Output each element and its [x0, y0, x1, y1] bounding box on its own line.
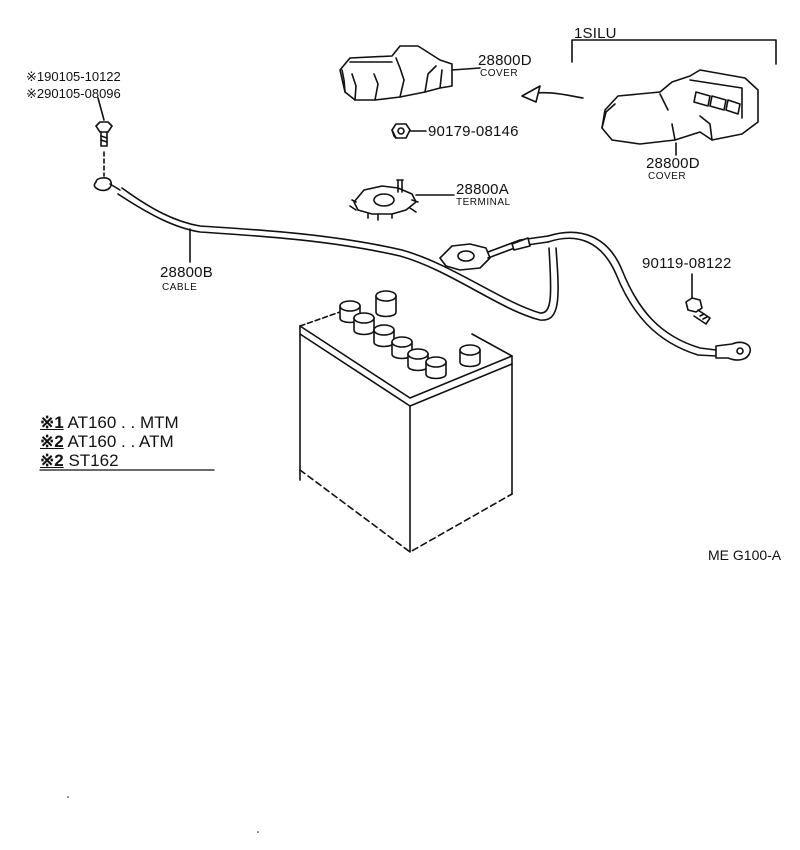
- legend-row-3-mark: ※2: [40, 451, 64, 470]
- bolt-callout-2-mark: ※2: [26, 86, 45, 101]
- terminal-part-number: 28800A: [456, 181, 509, 198]
- cable-part-number: 28800B: [160, 264, 213, 281]
- bolt-callout-1: ※190105-10122: [26, 70, 121, 83]
- cover-right-part-number: 28800D: [646, 155, 700, 172]
- cover-left-part-number: 28800D: [478, 52, 532, 69]
- nut-part-number: 90179-08146: [428, 123, 519, 140]
- bolt-left-shape: [95, 121, 113, 147]
- legend-row-1-text: AT160 . . MTM: [67, 413, 179, 432]
- transfer-arrow-head: [521, 85, 541, 103]
- legend-row-2-mark: ※2: [40, 432, 64, 451]
- silu-bracket: [571, 39, 777, 65]
- legend-row-1: ※1 AT160 . . MTM: [40, 414, 179, 431]
- cover-left-shape: [339, 45, 453, 101]
- positive-cable-shape: [547, 231, 752, 361]
- battery-shape: [299, 290, 513, 553]
- legend-row-2-text: AT160 . . ATM: [67, 432, 174, 451]
- speck: [257, 831, 259, 833]
- cover-right-shape: [601, 69, 759, 145]
- legend-row-3: ※2 ST162: [40, 452, 119, 469]
- legend-row-2: ※2 AT160 . . ATM: [40, 433, 174, 450]
- cable-shape: [93, 177, 559, 321]
- bolt-left-leader: [97, 97, 105, 121]
- bolt-right-part-number: 90119-08122: [642, 255, 732, 272]
- figure-code: ME G100-A: [708, 547, 782, 563]
- speck: [67, 796, 69, 798]
- bolt-callout-2: ※290105-08096: [26, 87, 121, 100]
- nut-shape: [391, 123, 411, 139]
- cable-name: CABLE: [162, 282, 198, 293]
- bolt-right-shape: [685, 297, 711, 325]
- bolt-callout-1-part: 90105-10122: [44, 69, 121, 84]
- silu-group-label: 1SILU: [574, 25, 617, 42]
- legend-row-3-text: ST162: [68, 451, 119, 470]
- cover-right-name: COVER: [648, 171, 687, 182]
- terminal-name: TERMINAL: [456, 197, 511, 208]
- cover-left-name: COVER: [480, 68, 519, 79]
- terminal-shape: [349, 179, 419, 221]
- cover-left-leader: [451, 67, 481, 71]
- legend-row-1-mark: ※1: [40, 413, 64, 432]
- bolt-callout-2-part: 90105-08096: [44, 86, 121, 101]
- bolt-callout-1-mark: ※1: [26, 69, 45, 84]
- cable-clamp-shape: [439, 235, 549, 271]
